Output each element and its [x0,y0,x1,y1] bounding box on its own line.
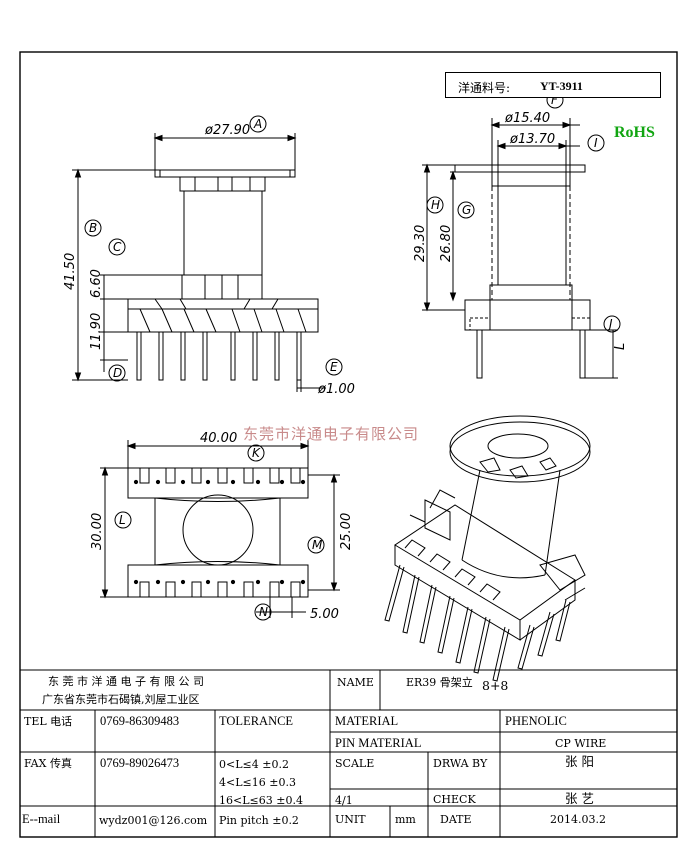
label-h: H [431,198,440,212]
label-k: K [252,446,261,460]
scale-label: SCALE [335,757,375,770]
part-number-value: YT-3911 [540,79,583,93]
material-value: PHENOLIC [505,714,567,728]
dim-e-text: ø1.00 [317,382,355,397]
email-label: E--mail [22,812,61,826]
tolerance-range-3: 16<L≤63 ±0.4 [219,794,303,807]
unit-value: mm [395,813,416,826]
tolerance-label: TOLERANCE [219,714,294,728]
label-a: A [253,117,262,131]
bottom-view [100,440,340,621]
unit-label: UNIT [335,813,366,826]
check-value: 张 艺 [565,791,594,806]
dim-n-text: 5.00 [310,607,339,622]
title-block-grid [20,669,677,837]
material-label: MATERIAL [335,714,399,728]
dim-m-text: 25.00 [339,513,354,550]
label-l: L [119,513,126,527]
dim-d-text: 11.90 [89,313,104,350]
date-label: DATE [440,813,472,826]
fax-value: 0769-89026473 [100,756,180,770]
label-d: D [113,366,122,380]
dim-k-text: 40.00 [200,431,237,446]
pin-material-value: CP WIRE [555,737,607,750]
watermark: 东莞市洋通电子有限公司 [243,425,420,443]
company-name: 东 莞 市 洋 通 电 子 有 限 公 司 [48,675,204,688]
date-value: 2014.03.2 [550,813,606,826]
label-g: G [462,203,471,217]
fax-label: FAX 传真 [24,757,72,770]
name-value: ER39 骨架立 [406,676,473,689]
dim-l-text: 30.00 [90,513,105,550]
check-label: CHECK [433,793,476,806]
isometric-view [384,415,591,682]
dim-a-text: ø27.90 [204,123,250,138]
part-number-label: 洋通料号: [458,81,511,95]
dim-g-text: 26.80 [439,225,454,262]
label-i: I [594,136,598,150]
dim-h-text: 29.30 [413,225,428,262]
tolerance-range-2: 4<L≤16 ±0.3 [219,776,296,789]
front-view [72,115,343,392]
label-n: N [259,605,268,619]
tel-label: TEL 电话 [24,715,73,728]
dim-i-text: ø13.70 [509,132,555,147]
side-view [422,91,621,379]
dim-j-text: L [613,343,628,350]
part-number-box: 洋通料号: YT-3911 [445,72,661,98]
label-m: M [312,538,323,552]
tel-value: 0769-86309483 [100,714,180,728]
name-label: NAME [337,676,374,689]
company-address: 广东省东莞市石碣镇,刘屋工业区 [42,693,200,706]
rohs-mark: RoHS [614,124,655,141]
label-e: E [330,360,338,374]
label-c: C [113,240,122,254]
label-b: B [89,221,97,235]
scale-value: 4/1 [335,794,353,807]
name-suffix: 8+8 [482,678,509,693]
drawby-value: 张 阳 [565,754,594,769]
drawby-label: DRWA BY [433,757,488,770]
sheet-border [19,51,678,838]
email-value: wydz001@126.com [99,814,208,827]
dim-f-text: ø15.40 [504,111,550,126]
label-j: J [607,317,613,331]
dim-b-text: 41.50 [63,253,78,290]
pin-pitch: Pin pitch ±0.2 [219,814,299,827]
tolerance-range-1: 0<L≤4 ±0.2 [219,758,289,771]
label-f: F [551,93,559,107]
pin-material-label: PIN MATERIAL [335,736,422,750]
dim-c-text: 6.60 [89,269,104,298]
